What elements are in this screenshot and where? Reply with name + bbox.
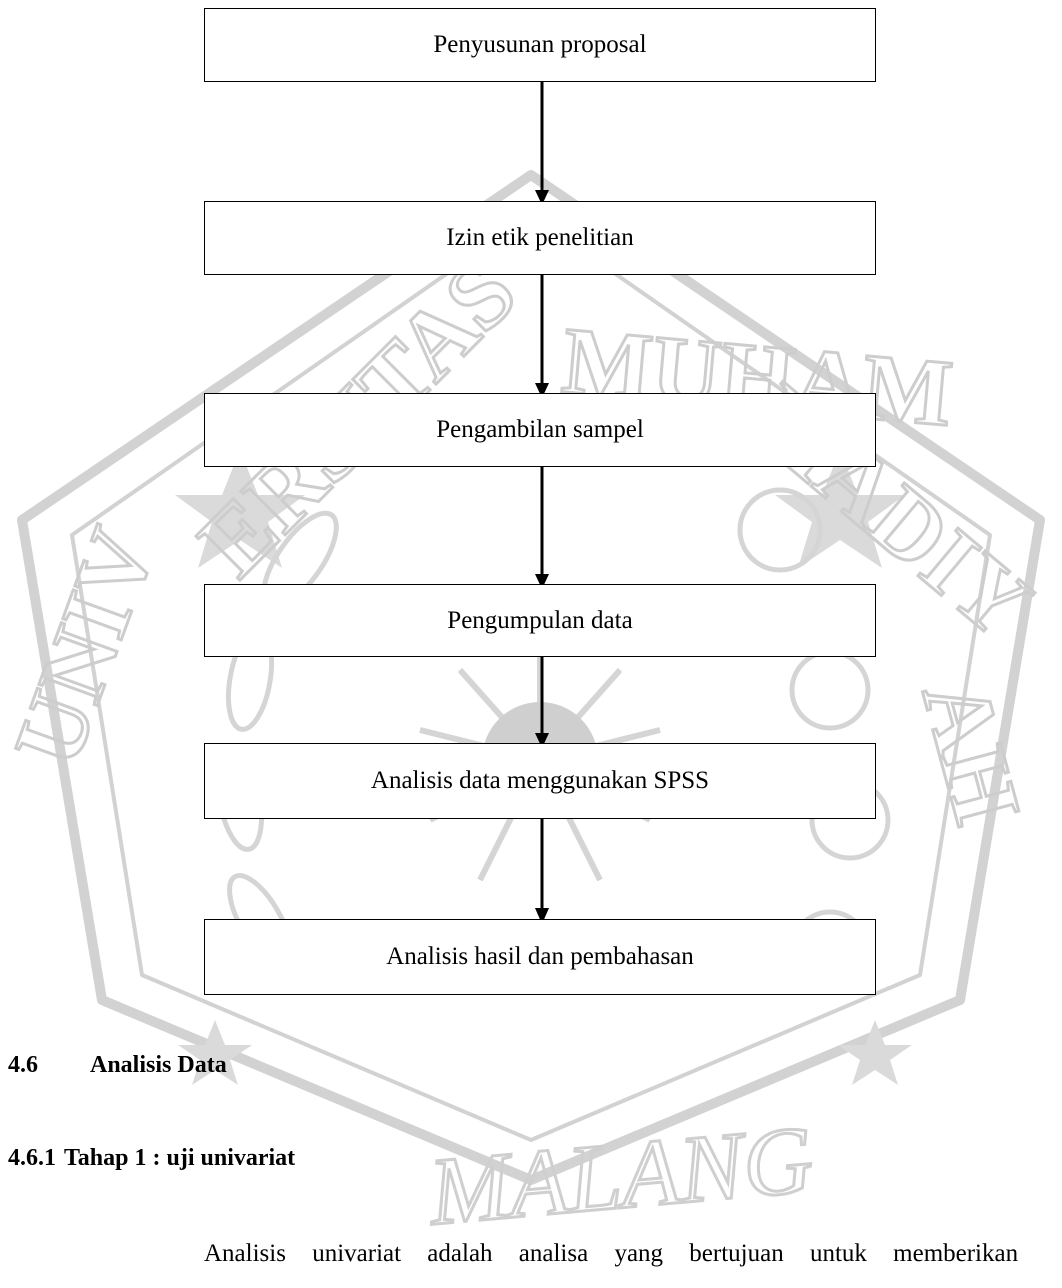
flow-step-4: Pengumpulan data bbox=[204, 584, 876, 657]
flow-step-1: Penyusunan proposal bbox=[204, 8, 876, 82]
flow-step-5-label: Analisis data menggunakan SPSS bbox=[370, 767, 710, 794]
body-paragraph: Analisis univariat adalah analisa yang b… bbox=[204, 1240, 1019, 1267]
flow-step-2: Izin etik penelitian bbox=[204, 201, 876, 275]
section-title: Analisis Data bbox=[90, 1052, 227, 1078]
flow-step-5: Analisis data menggunakan SPSS bbox=[204, 743, 876, 819]
flow-step-2-label: Izin etik penelitian bbox=[446, 224, 634, 251]
flow-step-6-label: Analisis hasil dan pembahasan bbox=[386, 943, 694, 970]
section-heading: 4.6 Analisis Data bbox=[8, 1052, 227, 1079]
subsection-title: Tahap 1 : uji univariat bbox=[64, 1145, 296, 1171]
subsection-number: 4.6.1 bbox=[8, 1145, 56, 1171]
flow-step-6: Analisis hasil dan pembahasan bbox=[204, 919, 876, 995]
flow-step-3-label: Pengambilan sampel bbox=[436, 416, 644, 443]
flow-step-1-label: Penyusunan proposal bbox=[433, 31, 647, 58]
subsection-heading: 4.6.1 Tahap 1 : uji univariat bbox=[8, 1145, 295, 1172]
section-number: 4.6 bbox=[8, 1052, 38, 1078]
flow-step-4-label: Pengumpulan data bbox=[447, 606, 633, 634]
flow-step-3: Pengambilan sampel bbox=[204, 393, 876, 467]
